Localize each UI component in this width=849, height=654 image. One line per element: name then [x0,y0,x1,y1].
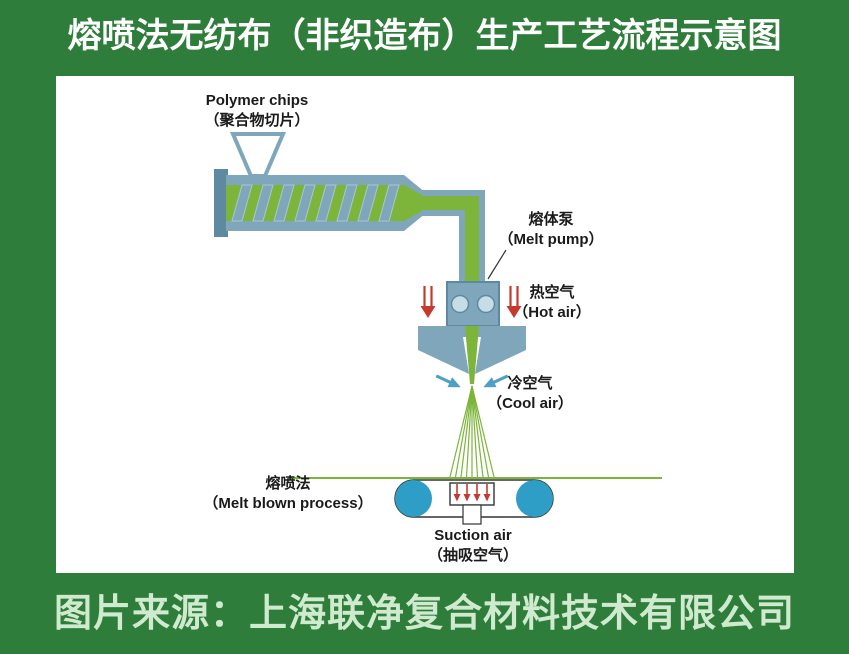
die-assembly [418,326,526,384]
hot-air-en: （Hot air） [513,304,591,322]
melt-pump-zh: 熔体泵 [528,211,574,228]
hot-air-arrow-left [420,286,436,318]
fiber-spray [449,385,495,478]
die-melt-channel [465,326,479,384]
label-cool-air: 冷空气 （Cool air） [468,374,592,415]
polymer-chips-en: Polymer chips [205,92,309,109]
melt-pump-leader-line [487,249,507,280]
label-melt-blown: 熔喷法 （Melt blown process） [181,474,395,515]
roller-right [516,480,553,517]
melt-blown-en: （Melt blown process） [203,495,373,513]
cool-air-en: （Cool air） [487,395,573,413]
polymer-chips-zh: （聚合物切片） [204,112,310,130]
melt-blown-zh: 熔喷法 [265,475,311,492]
image-source-caption: 图片来源：上海联净复合材料技术有限公司 [53,593,795,635]
process-diagram [214,132,662,525]
cool-air-arrow-right [483,374,509,388]
extruder-end-cap [214,169,228,237]
label-melt-pump: 熔体泵 （Melt pump） [489,210,613,251]
suction-arrows [453,484,491,502]
hot-air-arrow-right [506,286,522,318]
suction-air-zh: （抽吸空气） [427,547,518,565]
label-suction-air: Suction air （抽吸空气） [403,526,543,567]
melt-pump-block [446,281,500,327]
cool-air-zh: 冷空气 [507,375,553,392]
cool-air-arrow-left [435,374,461,388]
suction-air-en: Suction air [434,527,512,544]
page-title: 熔喷法无纺布（非织造布）生产工艺流程示意图 [67,17,782,55]
label-polymer-chips: Polymer chips （聚合物切片） [182,91,332,132]
melt-pipe [422,190,485,288]
roller-left [395,480,432,517]
suction-duct [462,504,482,525]
pump-gear-left [450,294,470,314]
pump-gear-right [476,294,496,314]
hopper [229,132,287,178]
diagram-panel: Polymer chips （聚合物切片） 熔体泵 （Melt pump） 热空… [56,76,794,573]
suction-box [449,482,495,506]
label-hot-air: 热空气 （Hot air） [490,283,614,324]
melt-pump-en: （Melt pump） [498,231,604,249]
hot-air-zh: 热空气 [529,284,575,301]
extruder-barrel [214,169,426,237]
extruder-screw [231,184,400,222]
